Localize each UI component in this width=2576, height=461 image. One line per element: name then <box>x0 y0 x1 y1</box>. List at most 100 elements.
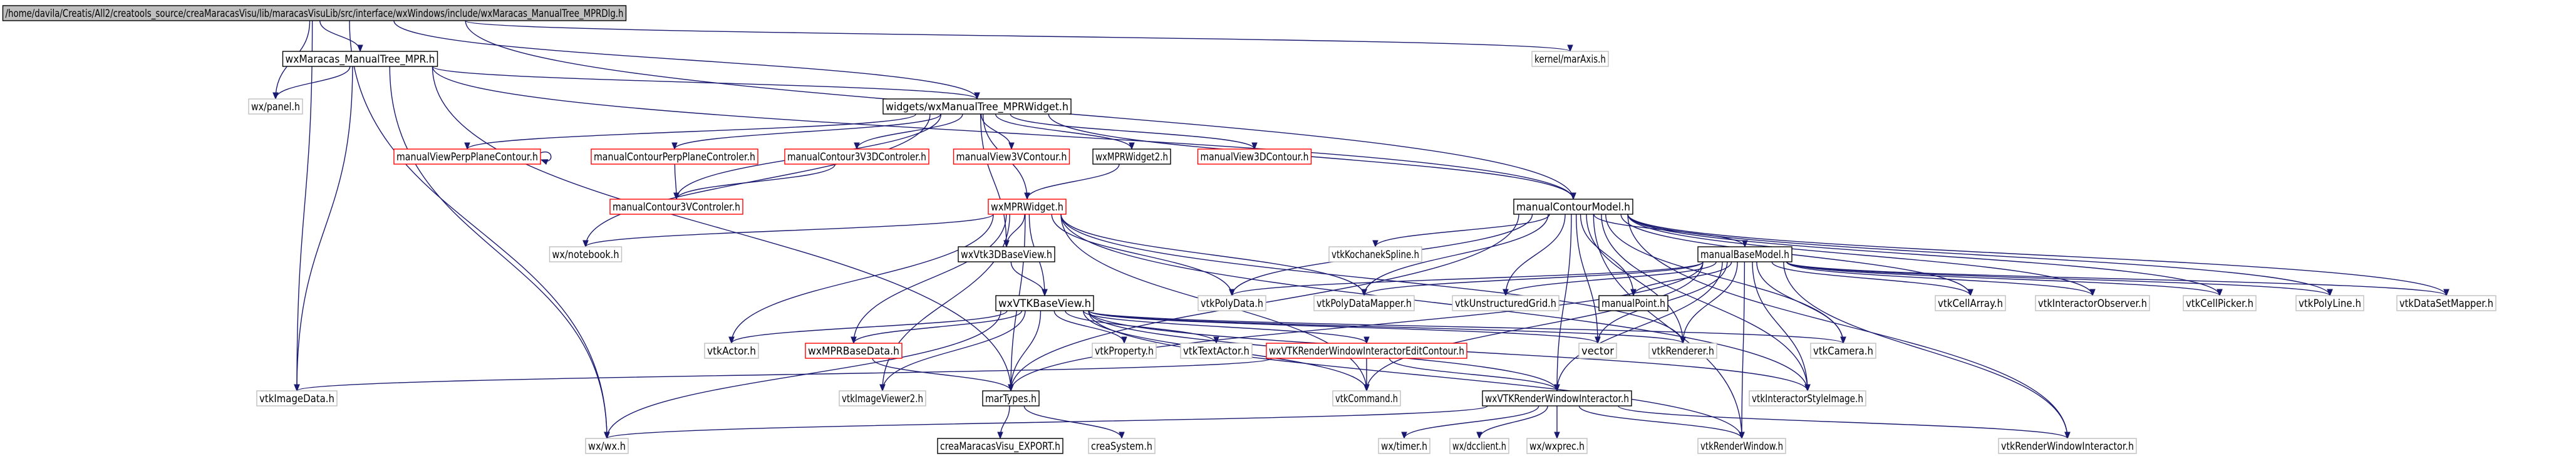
node-vtkbase[interactable]: wxVTKBaseView.h <box>995 295 1094 311</box>
node-mprbase[interactable]: wxMPRBaseData.h <box>805 343 903 359</box>
node-textactor[interactable]: vtkTextActor.h <box>1180 343 1253 359</box>
edge-line <box>432 66 1011 391</box>
edge-line <box>464 20 1571 52</box>
edge-arrowhead <box>1840 336 1846 344</box>
node-v3d[interactable]: manualView3DContour.h <box>1197 148 1312 165</box>
node-v3v[interactable]: manualView3VContour.h <box>953 148 1070 165</box>
edge-line <box>1505 214 1566 296</box>
edge-arrowhead <box>728 336 735 344</box>
edge-arrowhead <box>1129 142 1135 150</box>
edge-root-to-widget <box>393 20 980 100</box>
edge-arrowhead <box>604 432 610 440</box>
node-actor[interactable]: vtkActor.h <box>704 343 759 359</box>
node-camera[interactable]: vtkCamera.h <box>1810 343 1876 359</box>
node-box <box>549 246 623 262</box>
node-mprw[interactable]: wxMPRWidget.h <box>988 199 1067 215</box>
node-imgviewer[interactable]: vtkImageViewer2.h <box>839 390 926 407</box>
node-wxprec[interactable]: wx/wxprec.h <box>1526 438 1588 454</box>
edge-widget-to-perpctl <box>671 113 941 150</box>
edge-line <box>1556 214 1572 391</box>
edge-line <box>1771 261 1971 296</box>
node-basemodel[interactable]: manualBaseModel.h <box>1697 246 1792 262</box>
node-istyle[interactable]: vtkInteractorStyleImage.h <box>1749 390 1866 407</box>
node-renwin[interactable]: vtkRenderWindow.h <box>1697 438 1786 454</box>
node-cellpicker[interactable]: vtkCellPicker.h <box>2183 295 2257 311</box>
node-rwiec[interactable]: wxVTKRenderWindowInteractorEditContour.h <box>1266 343 1467 359</box>
node-box <box>2396 295 2496 311</box>
node-renderer[interactable]: vtkRenderer.h <box>1648 343 1717 359</box>
edge-line <box>319 20 361 52</box>
edge-line <box>1627 214 2068 439</box>
edge-line <box>1065 310 1217 344</box>
node-vtk3d[interactable]: wxVtk3DBaseView.h <box>958 246 1055 262</box>
edge-line <box>995 113 1132 150</box>
node-creasys[interactable]: creaSystem.h <box>1088 438 1156 454</box>
edge-line <box>1082 310 1367 344</box>
edge-line <box>1593 214 1746 247</box>
node-label: manualContourModel.h <box>1516 201 1630 214</box>
edge-line <box>676 163 836 200</box>
node-notebook[interactable]: wx/notebook.h <box>549 246 623 262</box>
edge-line <box>1786 261 2220 296</box>
node-perp[interactable]: manualViewPerpPlaneContour.h <box>393 148 541 165</box>
node-kochanek[interactable]: vtkKochanekSpline.h <box>1328 246 1422 262</box>
edge-mprw-to-polydata <box>1051 214 1235 297</box>
node-box <box>585 438 629 454</box>
node-perpctl[interactable]: manualContourPerpPlaneControler.h <box>591 148 758 165</box>
node-rwinteractor[interactable]: vtkRenderWindowInteractor.h <box>1998 438 2137 454</box>
edge-arrowhead <box>2064 432 2071 440</box>
node-label: manualContourPerpPlaneControler.h <box>594 151 755 163</box>
node-mpoint[interactable]: manualPoint.h <box>1598 295 1668 311</box>
node-rwi[interactable]: wxVTKRenderWindowInteractor.h <box>1482 390 1632 407</box>
node-label: wx/notebook.h <box>552 249 619 261</box>
node-polydata[interactable]: vtkPolyData.h <box>1197 295 1266 311</box>
edge-vtkbase-to-imgviewer <box>879 310 1026 392</box>
edge-root-to-wxh <box>349 20 610 440</box>
node-polyline[interactable]: vtkPolyLine.h <box>2295 295 2364 311</box>
node-root[interactable]: /home/davila/Creatis/All2/creatools_sour… <box>2 5 627 21</box>
edge-line <box>1633 261 1732 296</box>
edge-mprw2-to-mprw <box>1024 163 1120 200</box>
node-widget[interactable]: widgets/wxManualTree_MPRWidget.h <box>882 98 1072 115</box>
node-cellarray[interactable]: vtkCellArray.h <box>1935 295 2006 311</box>
edge-line <box>467 113 917 150</box>
edge-line <box>275 66 351 100</box>
node-command[interactable]: vtkCommand.h <box>1332 390 1401 407</box>
node-imagedata[interactable]: vtkImageData.h <box>256 390 338 407</box>
node-model[interactable]: manualContourModel.h <box>1513 199 1633 215</box>
node-ugrid[interactable]: vtkUnstructuredGrid.h <box>1452 295 1560 311</box>
node-label: creaSystem.h <box>1091 440 1152 453</box>
node-label: wxMPRWidget.h <box>991 201 1063 214</box>
node-panel[interactable]: wx/panel.h <box>248 98 303 115</box>
edge-line <box>872 358 1011 391</box>
node-box <box>1449 438 1509 454</box>
node-mpr[interactable]: wxMaracas_ManualTree_MPR.h <box>282 51 438 67</box>
node-box <box>1513 199 1633 215</box>
node-prop[interactable]: vtkProperty.h <box>1092 343 1157 359</box>
node-box <box>988 199 1067 215</box>
node-timer[interactable]: wx/timer.h <box>1378 438 1430 454</box>
node-pdmapper[interactable]: vtkPolyDataMapper.h <box>1313 295 1415 311</box>
edge-perp-to-perp <box>540 151 552 165</box>
edge-basemodel-to-istyle <box>1752 261 1811 392</box>
edge-line <box>1479 405 1548 439</box>
node-c3vctl[interactable]: manualContour3V3DControler.h <box>784 148 929 165</box>
node-vector[interactable]: vector <box>1578 343 1617 359</box>
edge-line <box>1786 261 2093 296</box>
edge-widget-to-vtk3d <box>980 113 1010 248</box>
node-layer: /home/davila/Creatis/All2/creatools_sour… <box>2 5 2496 454</box>
node-kernel[interactable]: kernel/marAxis.h <box>1531 51 1609 67</box>
edge-line <box>1756 261 1844 344</box>
node-c3v[interactable]: manualContour3VControler.h <box>609 199 743 215</box>
node-export[interactable]: creaMaracasVisu_EXPORT.h <box>937 438 1063 454</box>
node-martypes[interactable]: marTypes.h <box>982 390 1040 407</box>
node-mprw2[interactable]: wxMPRWidget2.h <box>1092 148 1171 165</box>
node-box <box>882 98 1072 115</box>
node-dcclient[interactable]: wx/dcclient.h <box>1449 438 1509 454</box>
node-dsmapper[interactable]: vtkDataSetMapper.h <box>2396 295 2496 311</box>
edge-line <box>1556 261 1723 391</box>
node-iobs[interactable]: vtkInteractorObserver.h <box>2035 295 2150 311</box>
edge-mprw-to-renderer <box>1060 214 1686 344</box>
edge-line <box>882 310 1026 391</box>
node-wxh[interactable]: wx/wx.h <box>585 438 629 454</box>
